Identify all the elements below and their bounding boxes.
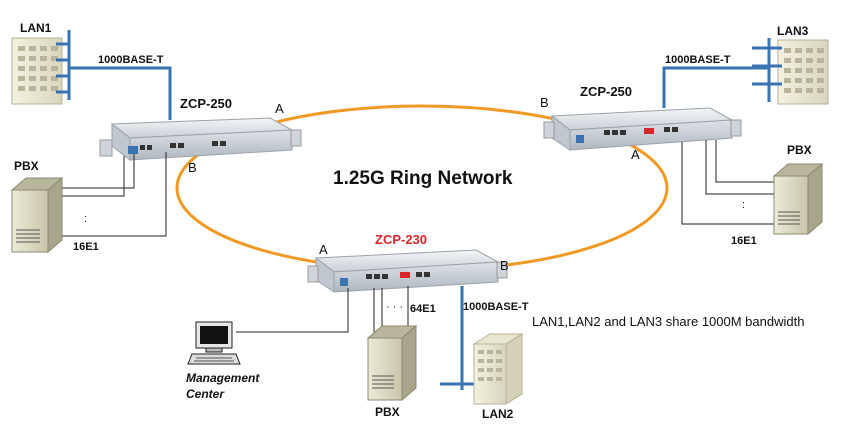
bandwidth-note: LAN1,LAN2 and LAN3 share 1000M bandwidth <box>532 314 804 329</box>
bottom-device-port-a: A <box>319 242 328 257</box>
lan1-bus <box>56 30 172 120</box>
lan3-building <box>777 39 829 105</box>
right-pbx-trunk: 16E1 <box>731 235 757 247</box>
bottom-pbx-label: PBX <box>375 405 400 419</box>
right-device-port-b: B <box>540 95 549 110</box>
management-label-line2: Center <box>186 387 225 401</box>
bottom-device-port-b: B <box>500 258 509 273</box>
lan2-label: LAN2 <box>482 407 514 421</box>
lan1-link-label: 1000BASE-T <box>98 54 164 66</box>
bottom-device <box>307 249 508 293</box>
svg-text::: : <box>742 199 745 211</box>
left-device-port-b: B <box>188 160 197 175</box>
lan1-label: LAN1 <box>20 21 52 35</box>
lan2-link-label: 1000BASE-T <box>463 301 529 313</box>
lan3-bus <box>662 38 782 108</box>
left-device-name: ZCP-250 <box>180 96 232 111</box>
lan1-building <box>11 37 63 105</box>
left-device <box>99 117 302 162</box>
left-pbx <box>10 176 64 254</box>
svg-text:· · ·: · · · <box>386 301 403 313</box>
lan3-label: LAN3 <box>777 24 809 38</box>
right-pbx-label: PBX <box>787 143 812 157</box>
right-device <box>543 107 742 151</box>
left-pbx-label: PBX <box>14 159 39 173</box>
lan3-link-label: 1000BASE-T <box>665 54 731 66</box>
management-wire <box>236 288 349 333</box>
bottom-device-name: ZCP-230 <box>375 232 427 247</box>
lan2-building <box>472 333 524 405</box>
ring-title: 1.25G Ring Network <box>333 168 513 189</box>
right-device-name: ZCP-250 <box>580 84 632 99</box>
management-computer <box>187 321 241 365</box>
right-pbx-wires: : <box>681 140 780 225</box>
svg-text::: : <box>84 213 87 225</box>
left-pbx-wires: : <box>60 152 167 237</box>
bottom-pbx <box>366 324 418 402</box>
left-pbx-trunk: 16E1 <box>73 241 99 253</box>
right-device-port-a: A <box>631 147 640 162</box>
bottom-pbx-trunk: 64E1 <box>410 303 436 315</box>
left-device-port-a: A <box>275 101 284 116</box>
right-pbx <box>772 162 824 236</box>
management-label-line1: Management <box>186 371 260 385</box>
